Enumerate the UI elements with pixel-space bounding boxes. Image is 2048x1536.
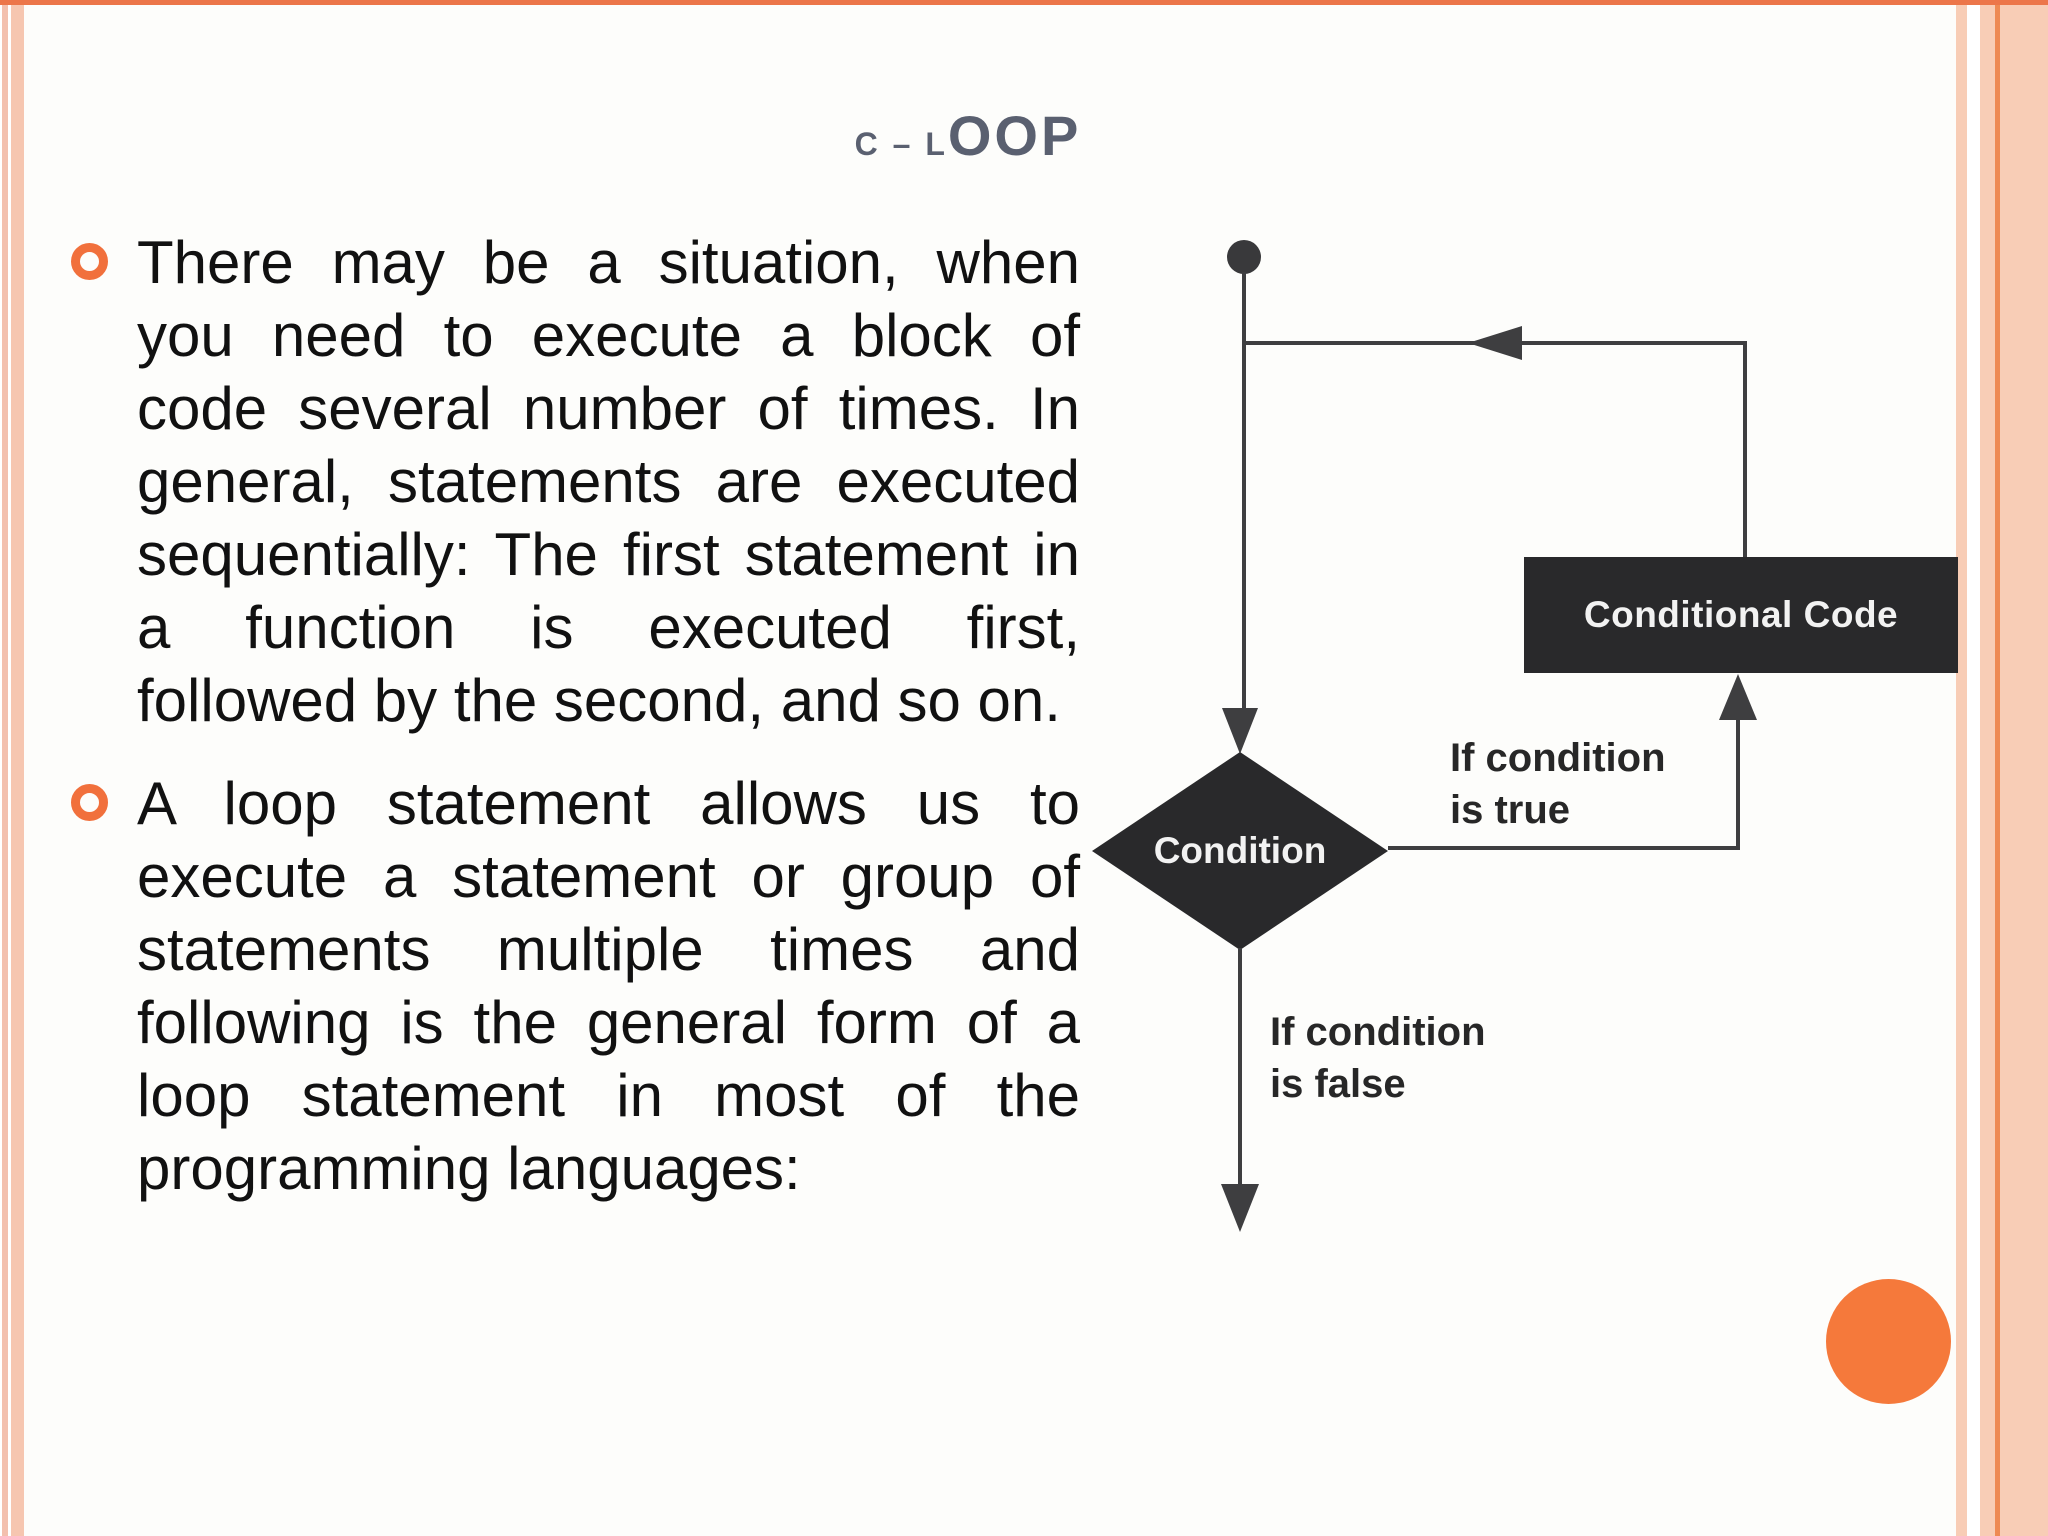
- decorative-orange-circle: [1826, 1279, 1951, 1404]
- true-branch-label: If condition is true: [1450, 732, 1666, 836]
- start-dot: [1227, 240, 1261, 274]
- flow-line-false-vertical: [1238, 948, 1242, 1186]
- false-branch-label: If condition is false: [1270, 1006, 1486, 1110]
- true-branch-label-line2: is true: [1450, 788, 1571, 832]
- top-border-line: [0, 0, 2048, 5]
- left-border-stripes: [0, 0, 26, 1536]
- bullet-ring-icon: [71, 243, 108, 280]
- bullet-text: A loop statement allows us to execute a …: [137, 770, 1080, 1202]
- true-branch-label-line1: If condition: [1450, 736, 1666, 780]
- slide-title: C – LOOP: [0, 103, 1992, 168]
- slide-title-lead: C – L: [854, 126, 948, 163]
- condition-diamond: Condition: [1092, 752, 1388, 950]
- bullet-text: There may be a situation, when you need …: [137, 229, 1080, 734]
- bullet-paragraph: There may be a situation, when you need …: [68, 226, 1080, 737]
- flow-line-main-vertical: [1242, 272, 1246, 710]
- body-text-column: There may be a situation, when you need …: [68, 226, 1080, 1235]
- condition-label: Condition: [1153, 830, 1327, 871]
- bullet-ring-icon: [71, 784, 108, 821]
- right-border-stripes: [1956, 0, 2048, 1536]
- arrowhead-down-exit-icon: [1221, 1184, 1259, 1232]
- arrowhead-up-into-code-icon: [1719, 674, 1757, 720]
- conditional-code-label: Conditional Code: [1583, 594, 1899, 635]
- conditional-code-box: Conditional Code: [1524, 557, 1958, 673]
- slide-title-smallcaps: OOP: [947, 104, 1082, 168]
- flow-line-true-horizontal: [1388, 846, 1740, 850]
- flow-line-loopback-vertical: [1743, 343, 1747, 561]
- bullet-paragraph: A loop statement allows us to execute a …: [68, 767, 1080, 1205]
- arrowhead-left-icon: [1468, 326, 1522, 360]
- false-branch-label-line1: If condition: [1270, 1010, 1486, 1054]
- arrowhead-down-into-condition-icon: [1222, 708, 1258, 754]
- false-branch-label-line2: is false: [1270, 1062, 1406, 1106]
- flow-line-true-vertical: [1736, 680, 1740, 848]
